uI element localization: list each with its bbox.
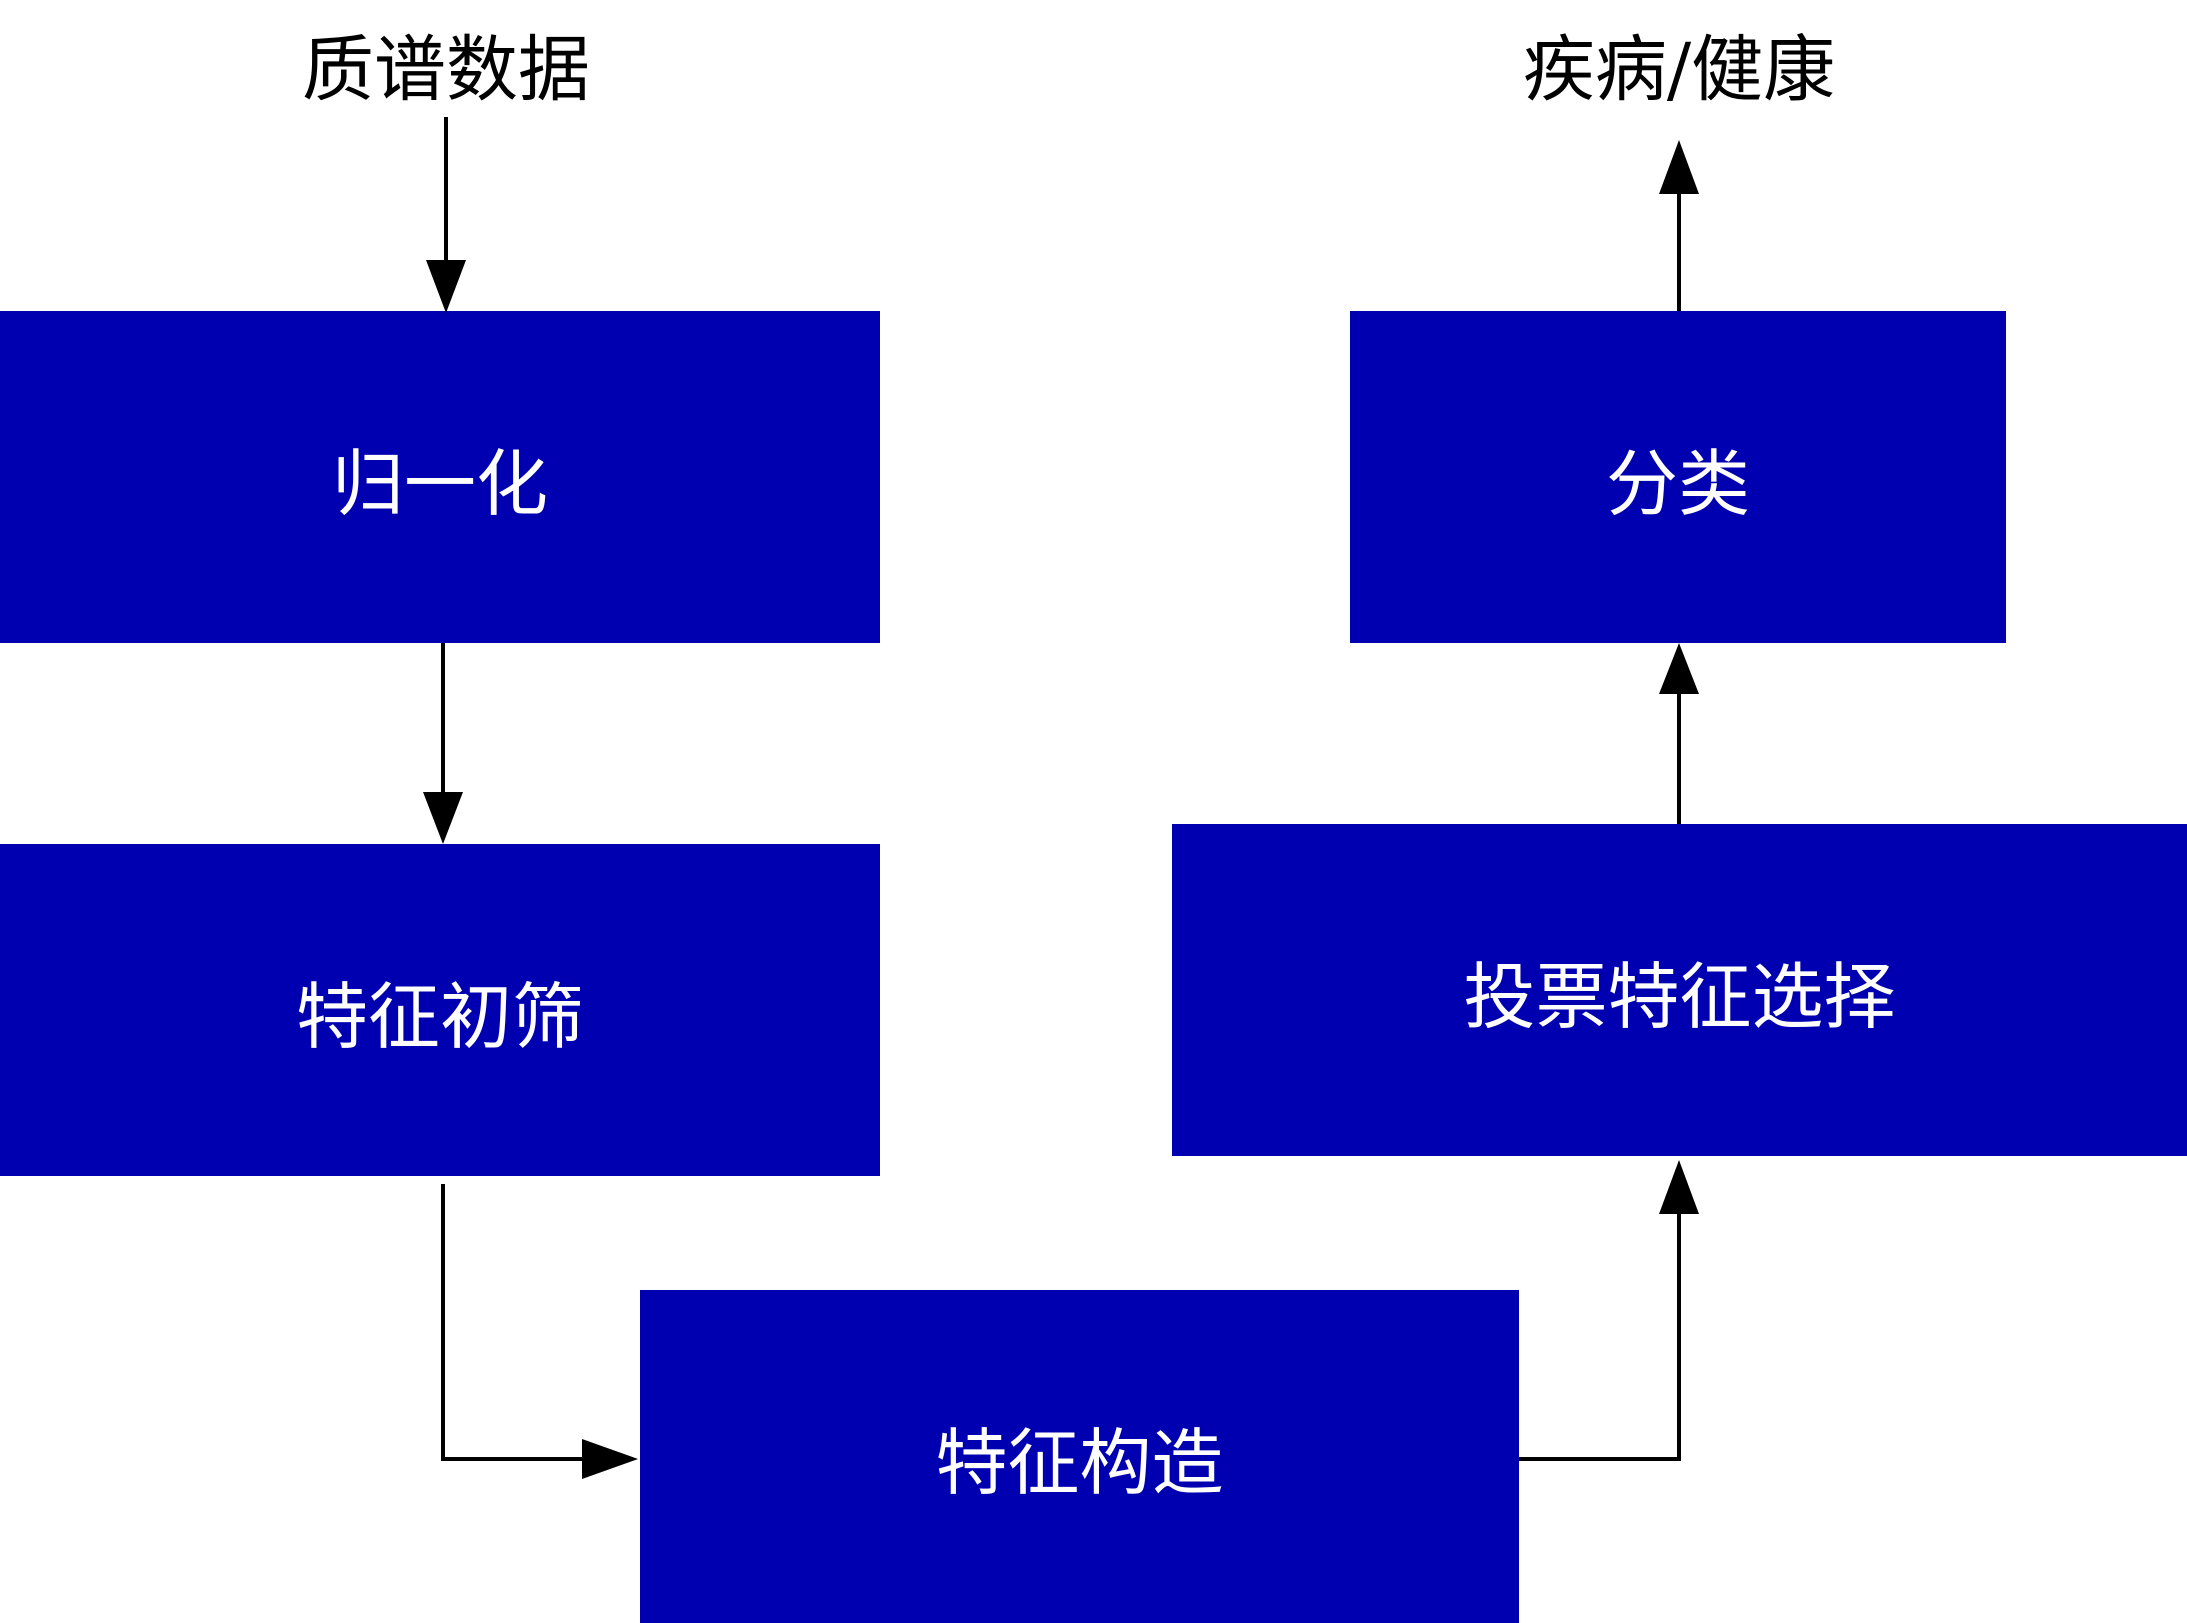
step-classify: 分类 (1350, 311, 2006, 643)
arrowhead-down-1 (426, 260, 466, 313)
arrowhead-up-1 (1659, 1160, 1699, 1214)
arrow-screening-to-construction (441, 1184, 590, 1461)
arrowhead-right (582, 1439, 638, 1479)
arrowhead-up-3 (1659, 140, 1699, 194)
step-voting-selection-label: 投票特征选择 (1463, 954, 1896, 1039)
step-voting-selection: 投票特征选择 (1172, 824, 2187, 1156)
step-initial-screening: 特征初筛 (0, 844, 880, 1176)
input-label: 质谱数据 (301, 27, 591, 112)
arrowhead-down-2 (423, 792, 463, 844)
step-construction: 特征构造 (640, 1290, 1519, 1623)
step-construction-label: 特征构造 (935, 1421, 1224, 1505)
arrowhead-up-2 (1659, 643, 1699, 694)
step-initial-screening-label: 特征初筛 (295, 974, 584, 1059)
output-label: 疾病/健康 (1522, 27, 1836, 112)
step-classify-label: 分类 (1605, 441, 1750, 526)
step-normalize-label: 归一化 (331, 441, 548, 526)
step-normalize: 归一化 (0, 311, 880, 643)
arrow-construction-to-voting (1519, 1212, 1681, 1461)
